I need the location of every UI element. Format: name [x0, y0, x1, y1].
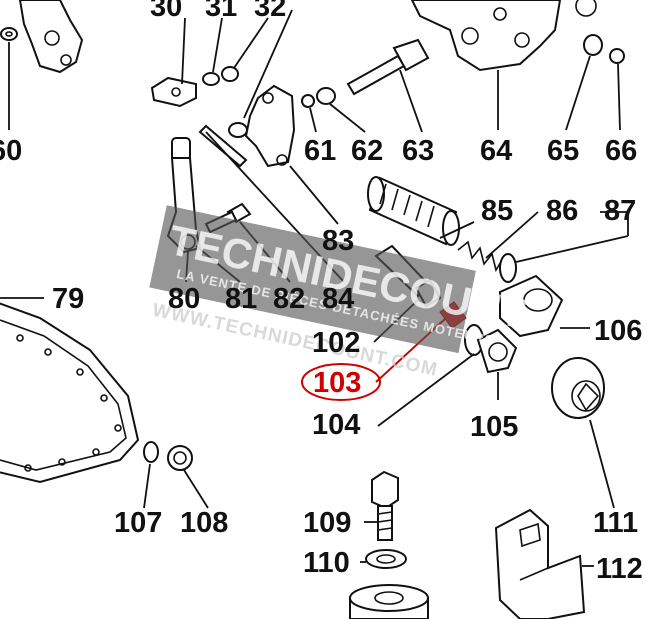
bracket-112 — [494, 508, 586, 619]
callout-60: 60 — [0, 135, 22, 167]
callout-84: 84 — [322, 283, 354, 315]
plug-111 — [551, 357, 605, 419]
washer-31 — [202, 72, 220, 86]
bolt-109 — [371, 470, 399, 541]
callout-65: 65 — [547, 135, 579, 167]
washer-110 — [365, 549, 407, 569]
callout-112: 112 — [596, 553, 643, 585]
callout-111: 111 — [593, 507, 638, 539]
washer-61 — [301, 94, 315, 108]
nut-65 — [583, 34, 603, 56]
callout-105: 105 — [470, 411, 518, 443]
callout-86: 86 — [546, 195, 578, 227]
washer-60 — [0, 27, 18, 41]
callout-108: 108 — [180, 507, 228, 539]
callout-83: 83 — [322, 225, 354, 257]
callout-numbers: 30 31 32 60 61 62 63 64 65 66 79 80 81 8… — [0, 0, 643, 585]
plug-108 — [167, 445, 193, 471]
oil-filter — [349, 584, 429, 619]
cap-106 — [499, 274, 564, 338]
callout-79: 79 — [52, 283, 84, 315]
callout-61: 61 — [304, 135, 336, 167]
callout-31: 31 — [205, 0, 237, 23]
watermark-band — [149, 205, 476, 354]
callout-85: 85 — [481, 195, 513, 227]
lever-83 — [244, 84, 296, 168]
callout-104: 104 — [312, 409, 360, 441]
filter-85 — [367, 176, 460, 246]
spring-86 — [457, 240, 503, 273]
callout-87: 87 — [604, 195, 636, 227]
callout-110: 110 — [303, 547, 350, 579]
washer-107 — [143, 441, 159, 463]
washer-lever — [228, 122, 248, 138]
screw-63 — [346, 38, 430, 96]
oil-pan-79 — [0, 302, 140, 484]
callout-107: 107 — [114, 507, 162, 539]
nut-105 — [476, 328, 518, 374]
washer-66 — [609, 48, 625, 64]
callout-32: 32 — [254, 0, 286, 23]
washer-62 — [316, 87, 336, 105]
callout-102: 102 — [312, 327, 360, 359]
callout-81: 81 — [225, 283, 257, 315]
ring-87 — [499, 253, 517, 283]
callout-106: 106 — [594, 315, 642, 347]
callout-103-highlighted: 103 — [313, 367, 361, 399]
callout-109: 109 — [303, 507, 351, 539]
callout-66: 66 — [605, 135, 637, 167]
callout-82: 82 — [273, 283, 305, 315]
callout-64: 64 — [480, 135, 512, 167]
callout-63: 63 — [402, 135, 434, 167]
callout-62: 62 — [351, 135, 383, 167]
pin-block-30 — [150, 76, 197, 108]
bracket-part — [18, 0, 84, 74]
callout-80: 80 — [168, 283, 200, 315]
washer-32 — [221, 66, 239, 82]
housing-64 — [410, 0, 597, 72]
highlight-ellipse — [301, 363, 381, 401]
callout-30: 30 — [150, 0, 182, 23]
